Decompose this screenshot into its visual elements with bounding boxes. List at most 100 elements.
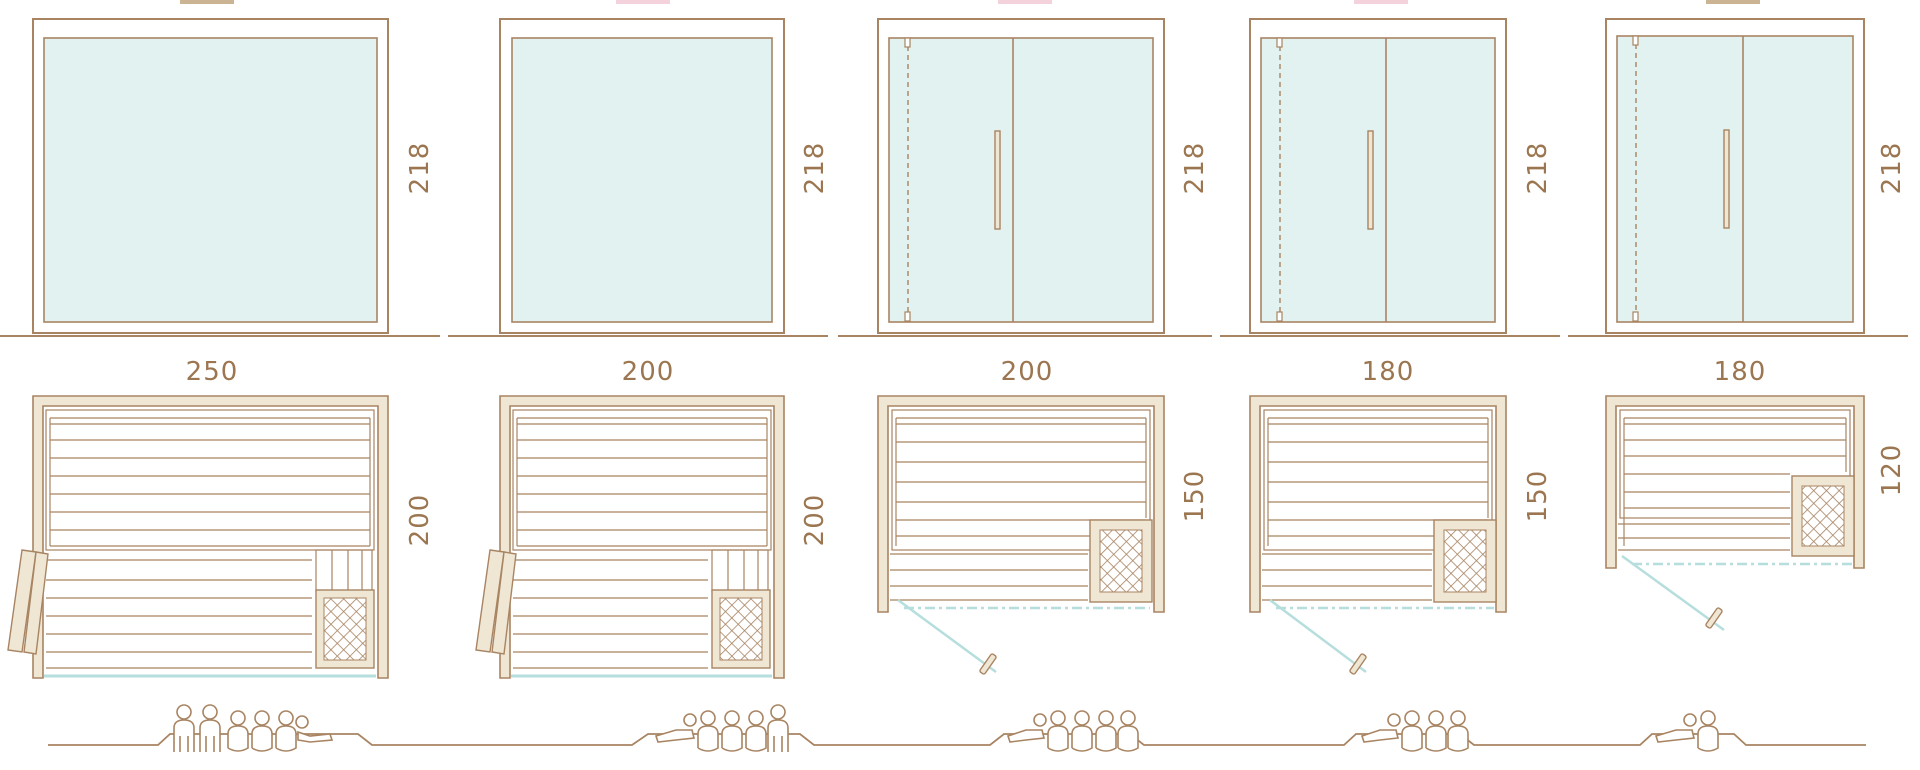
lower-bench-slats [513, 559, 708, 669]
inner-outline [1619, 409, 1851, 519]
plan-view-model-4: 150 [1249, 395, 1553, 675]
reclining-person-icon [654, 713, 697, 743]
standing-person-icon [173, 704, 195, 752]
capacity-model-3 [1006, 710, 1139, 752]
capacity-model-5 [1654, 710, 1719, 752]
upper-bench-slats [895, 417, 1147, 546]
sitting-person-icon [1095, 710, 1117, 752]
depth-label: 120 [1877, 444, 1907, 497]
tab-marker [616, 0, 670, 4]
door-handle-icon [1705, 607, 1723, 629]
plan-view-model-5: 120 [1605, 395, 1907, 632]
door-handle-icon [1367, 130, 1374, 230]
front-view-model-5: 218 [1605, 18, 1907, 334]
heater-grille [1801, 485, 1845, 547]
reclining-person-icon [1360, 713, 1401, 743]
width-label: 180 [1362, 357, 1415, 387]
height-label: 218 [800, 142, 830, 195]
sitting-person-icon [721, 710, 743, 752]
inner-outline [512, 409, 772, 551]
lower-bench-slats [46, 559, 312, 669]
upper-bench-slats [1623, 417, 1847, 546]
open-door-panel [7, 549, 49, 655]
width-label: 250 [186, 357, 239, 387]
depth-label: 200 [405, 494, 435, 547]
tab-marker [180, 0, 234, 4]
door-handle-icon [979, 653, 997, 675]
backrest-slats [315, 549, 373, 593]
top-tabs [180, 0, 1760, 4]
sitting-person-icon [251, 710, 273, 752]
glass-pane [1616, 35, 1854, 323]
tab-marker [1354, 0, 1408, 4]
glass-pane [511, 37, 773, 323]
hinge-icon [1276, 37, 1283, 48]
upper-bench-slats [49, 417, 371, 547]
width-label: 180 [1714, 357, 1767, 387]
lower-bench-slats [890, 553, 1088, 601]
sitting-person-icon [1447, 710, 1469, 752]
standing-person-icon [199, 704, 221, 752]
tab-marker [1706, 0, 1760, 4]
inner-outline [891, 409, 1151, 551]
lower-bench-slats [1262, 553, 1432, 601]
heater-grille [719, 597, 763, 661]
hinge-icon [1632, 35, 1639, 46]
heater-grille [1443, 529, 1487, 593]
front-view-model-3: 218 [877, 18, 1210, 334]
height-label: 218 [1877, 142, 1907, 195]
front-view-model-2: 218 [499, 18, 830, 334]
capacity-model-4 [1360, 710, 1469, 752]
backrest-slats [711, 549, 769, 593]
reclining-person-icon [1654, 713, 1697, 743]
glass-pane [1260, 37, 1496, 323]
upper-bench-slats [516, 417, 768, 547]
door-swing [1269, 599, 1367, 673]
plan-view-model-1: 200 [7, 395, 435, 679]
inner-outline [1263, 409, 1493, 551]
sitting-person-icon [1425, 710, 1447, 752]
sitting-person-icon [1697, 710, 1719, 752]
lower-bench-slats [1618, 523, 1790, 551]
sitting-person-icon [1401, 710, 1423, 752]
wall-outline [1249, 395, 1507, 613]
hinge-icon [1632, 311, 1639, 322]
door-handle-icon [1349, 653, 1367, 675]
hinge-icon [904, 37, 911, 48]
inner-outline [45, 409, 375, 551]
wall-outline [877, 395, 1165, 613]
reclining-person-icon [1006, 713, 1047, 743]
hinge-icon [904, 311, 911, 322]
wall-outline [1605, 395, 1865, 569]
depth-label: 150 [1523, 470, 1553, 523]
sitting-person-icon [697, 710, 719, 752]
height-label: 218 [405, 142, 435, 195]
heater-grille [1099, 529, 1143, 593]
glass-pane [888, 37, 1154, 323]
reclining-person-icon [295, 715, 334, 743]
height-label: 218 [1523, 142, 1553, 195]
door-swing [1621, 554, 1725, 632]
sitting-person-icon [1117, 710, 1139, 752]
wall-outline [499, 395, 785, 679]
plan-view-model-3: 150 [877, 395, 1210, 675]
capacity-model-2 [654, 704, 789, 752]
tab-marker [998, 0, 1052, 4]
glass-pane [43, 37, 378, 323]
sitting-person-icon [745, 710, 767, 752]
door-swing [897, 598, 997, 674]
sitting-person-icon [1071, 710, 1093, 752]
front-view-model-4: 218 [1249, 18, 1553, 334]
door-handle-icon [994, 130, 1001, 230]
heater-grille [323, 597, 367, 661]
sitting-person-icon [227, 710, 249, 752]
open-door-panel [475, 549, 517, 655]
sitting-person-icon [1047, 710, 1069, 752]
depth-label: 200 [800, 494, 830, 547]
capacity-model-1 [173, 704, 334, 752]
standing-person-icon [767, 704, 789, 752]
depth-label: 150 [1180, 470, 1210, 523]
wall-outline [32, 395, 389, 679]
door-handle-icon [1723, 129, 1730, 229]
